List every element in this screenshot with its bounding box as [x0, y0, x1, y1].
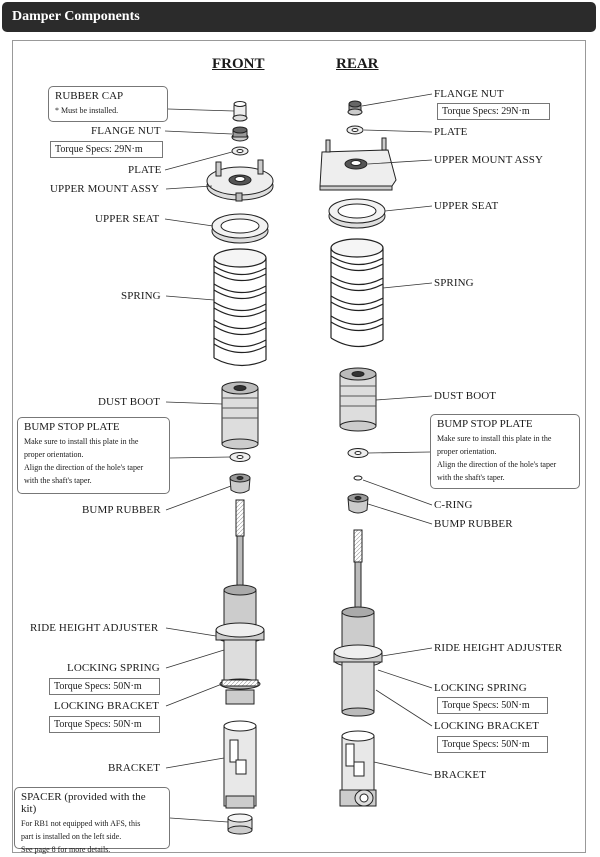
diagram-frame [12, 40, 586, 853]
rear-column-heading: REAR [336, 56, 379, 72]
rear-locking-bracket-label: LOCKING BRACKET [434, 720, 540, 732]
rear-ride-height-label: RIDE HEIGHT ADJUSTER [434, 642, 563, 654]
front-flange-nut-label: FLANGE NUT [91, 125, 161, 137]
front-locking-spring-label: LOCKING SPRING [67, 662, 160, 674]
front-flange-nut [231, 126, 249, 142]
rear-locking-bracket-torque: Torque Specs: 50N·m [437, 736, 548, 753]
front-rubber-cap-label: RUBBER CAP [55, 90, 124, 102]
front-upper-seat-label: UPPER SEAT [95, 213, 160, 225]
rear-upper-seat [328, 198, 386, 229]
front-column-heading: FRONT [212, 56, 265, 72]
front-dust-boot-label: DUST BOOT [98, 396, 161, 408]
front-spacer-note-1: For RB1 not equipped with AFS, this [21, 819, 141, 828]
front-locking-spring-torque: Torque Specs: 50N·m [49, 678, 160, 695]
rear-bump-stop-note-1: Make sure to install this plate in the [437, 434, 552, 443]
rear-bump-rubber [347, 493, 369, 514]
front-bump-stop-plate [229, 452, 251, 462]
rear-spring-label: SPRING [434, 277, 474, 289]
front-bracket-label: BRACKET [108, 762, 161, 774]
front-bump-rubber [229, 473, 251, 494]
rear-spring [330, 238, 384, 348]
rear-dust-boot-label: DUST BOOT [434, 390, 497, 402]
rear-c-ring [353, 475, 363, 481]
front-spring [213, 248, 267, 367]
page-title: Damper Components [12, 9, 140, 24]
front-upper-mount [206, 159, 274, 202]
rear-upper-seat-label: UPPER SEAT [434, 200, 499, 212]
front-spacer-note-3: See page 8 for more details. [21, 845, 111, 854]
front-damper-body [215, 499, 265, 705]
front-dust-boot [221, 381, 259, 450]
front-rubber-cap-note: * Must be installed. [55, 106, 119, 115]
rear-bump-stop-callout: BUMP STOP PLATE Make sure to install thi… [430, 414, 580, 489]
front-locking-bracket-torque: Torque Specs: 50N·m [49, 716, 160, 733]
front-rubber-cap-callout: RUBBER CAP * Must be installed. [48, 86, 168, 122]
rear-bump-stop-note-4: with the shaft's taper. [437, 473, 505, 482]
header-bar: Damper Components [2, 2, 596, 32]
front-bump-stop-note-4: with the shaft's taper. [24, 476, 92, 485]
rear-flange-nut-torque: Torque Specs: 29N·m [437, 103, 550, 120]
rear-bump-stop-plate [347, 448, 369, 458]
front-plate-label: PLATE [128, 164, 162, 176]
front-flange-nut-torque: Torque Specs: 29N·m [50, 141, 163, 158]
rear-flange-nut [347, 100, 363, 116]
front-upper-mount-label: UPPER MOUNT ASSY [50, 183, 159, 195]
leader-lines [164, 93, 433, 823]
rear-plate-label: PLATE [434, 126, 468, 138]
front-plate [231, 146, 249, 156]
front-bump-stop-note-1: Make sure to install this plate in the [24, 437, 139, 446]
rear-c-ring-label: C-RING [434, 499, 473, 511]
front-bump-stop-note-2: proper orientation. [24, 450, 84, 459]
rear-bump-stop-label: BUMP STOP PLATE [437, 418, 533, 430]
rear-damper-body [333, 529, 383, 717]
rear-bump-stop-note-3: Align the direction of the hole's taper [437, 460, 557, 469]
front-rubber-cap [232, 101, 248, 122]
rear-locking-spring-torque: Torque Specs: 50N·m [437, 697, 548, 714]
front-spacer-label: SPACER (provided with the kit) [21, 791, 146, 815]
front-bump-rubber-label: BUMP RUBBER [82, 504, 161, 516]
front-ride-height-label: RIDE HEIGHT ADJUSTER [30, 622, 159, 634]
rear-bracket-label: BRACKET [434, 769, 487, 781]
rear-dust-boot [339, 367, 377, 432]
rear-bump-stop-note-2: proper orientation. [437, 447, 497, 456]
rear-locking-spring-label: LOCKING SPRING [434, 682, 527, 694]
rear-bump-rubber-label: BUMP RUBBER [434, 518, 513, 530]
front-locking-bracket-label: LOCKING BRACKET [54, 700, 160, 712]
front-bump-stop-callout: BUMP STOP PLATE Make sure to install thi… [17, 417, 170, 494]
front-upper-seat [211, 213, 269, 244]
front-bracket [223, 720, 257, 809]
rear-upper-mount-label: UPPER MOUNT ASSY [434, 154, 543, 166]
rear-bracket [339, 730, 377, 807]
front-spacer [227, 813, 253, 835]
front-bump-stop-label: BUMP STOP PLATE [24, 421, 120, 433]
front-spacer-callout: SPACER (provided with the kit) For RB1 n… [14, 787, 170, 854]
front-bump-stop-note-3: Align the direction of the hole's taper [24, 463, 144, 472]
rear-upper-mount [319, 137, 397, 191]
rear-flange-nut-label: FLANGE NUT [434, 88, 504, 100]
front-spring-label: SPRING [121, 290, 161, 302]
front-spacer-note-2: part is installed on the left side. [21, 832, 122, 841]
rear-plate [346, 125, 364, 135]
